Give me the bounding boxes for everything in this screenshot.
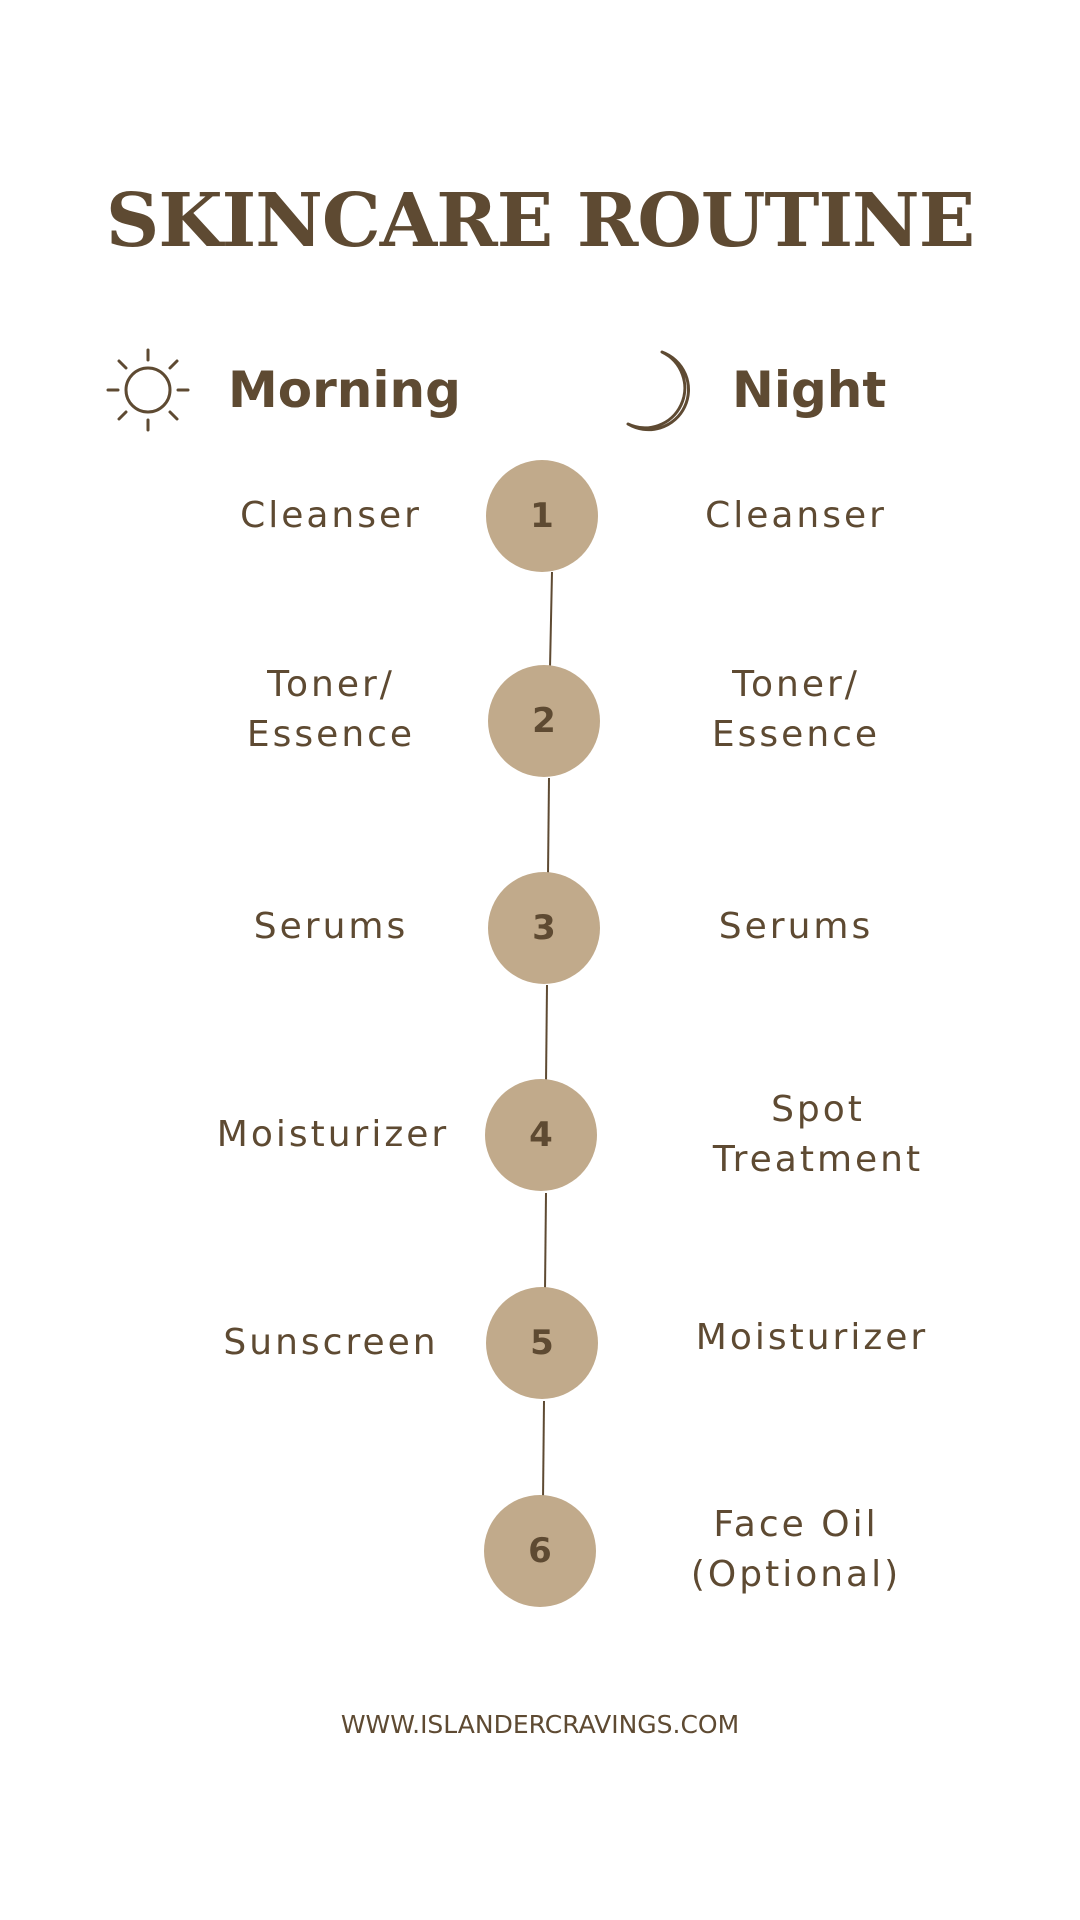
- step-circle-5: 5: [486, 1287, 598, 1399]
- step-number: 1: [530, 496, 554, 536]
- moon-icon: [624, 348, 696, 432]
- sun-icon: [106, 348, 190, 432]
- step-number: 4: [529, 1115, 553, 1155]
- morning-header: Morning: [106, 348, 461, 432]
- morning-label: Morning: [228, 361, 461, 419]
- website-url: WWW.ISLANDERCRAVINGS.COM: [340, 1710, 740, 1739]
- step-number: 2: [532, 701, 556, 741]
- step-circle-6: 6: [484, 1495, 596, 1607]
- night-item: Spot Treatment: [712, 1089, 924, 1180]
- step-circle-3: 3: [488, 872, 600, 984]
- step-number: 5: [530, 1323, 554, 1363]
- night-item: Serums: [718, 906, 874, 947]
- step-circle-4: 4: [485, 1079, 597, 1191]
- step-number: 3: [532, 908, 556, 948]
- page-title: SKINCARE ROUTINE: [105, 178, 975, 264]
- night-item: Cleanser: [705, 495, 887, 536]
- night-item: Moisturizer: [695, 1317, 929, 1358]
- step-circle-1: 1: [486, 460, 598, 572]
- night-item: Face Oil (Optional): [690, 1504, 902, 1595]
- night-header: Night: [624, 348, 887, 432]
- morning-item: Serums: [253, 906, 409, 947]
- morning-item: Toner/ Essence: [246, 664, 416, 755]
- night-label: Night: [732, 361, 887, 419]
- step-circle-2: 2: [488, 665, 600, 777]
- morning-item: Cleanser: [240, 495, 422, 536]
- morning-item: Sunscreen: [223, 1322, 439, 1363]
- night-item: Toner/ Essence: [711, 664, 881, 755]
- step-number: 6: [528, 1531, 552, 1571]
- morning-item: Moisturizer: [216, 1114, 450, 1155]
